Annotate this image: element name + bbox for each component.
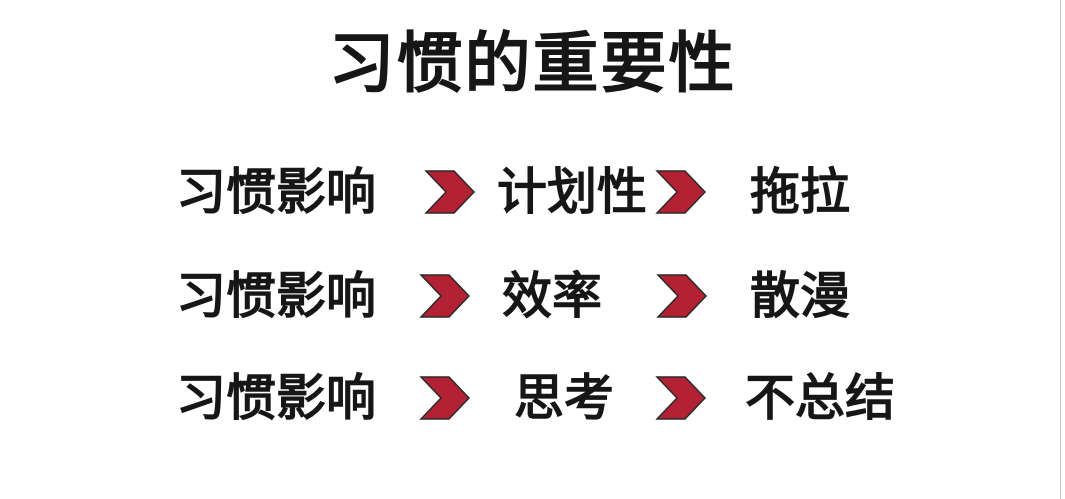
habit-row-2: 习惯影响 效率 散漫 (0, 266, 1065, 326)
row-result-label: 拖拉 (750, 163, 850, 221)
row-middle-label: 计划性 (497, 163, 647, 221)
chevron-right-icon (424, 170, 476, 214)
chevron-right-icon (656, 274, 708, 318)
row-middle-label: 思考 (514, 369, 614, 427)
slide-right-edge (1060, 0, 1061, 499)
row-middle-label: 效率 (502, 267, 602, 325)
chevron-right-icon (655, 376, 707, 420)
habit-row-1: 习惯影响 计划性 拖拉 (0, 162, 1065, 222)
row-result-label: 散漫 (750, 267, 850, 325)
chevron-right-icon (655, 170, 707, 214)
row-source-label: 习惯影响 (176, 267, 376, 325)
row-result-label: 不总结 (745, 369, 895, 427)
page-title: 习惯的重要性 (328, 25, 737, 102)
row-source-label: 习惯影响 (176, 369, 376, 427)
habit-row-3: 习惯影响 思考 不总结 (0, 368, 1065, 428)
chevron-right-icon (419, 274, 471, 318)
row-source-label: 习惯影响 (176, 163, 376, 221)
chevron-right-icon (419, 376, 471, 420)
